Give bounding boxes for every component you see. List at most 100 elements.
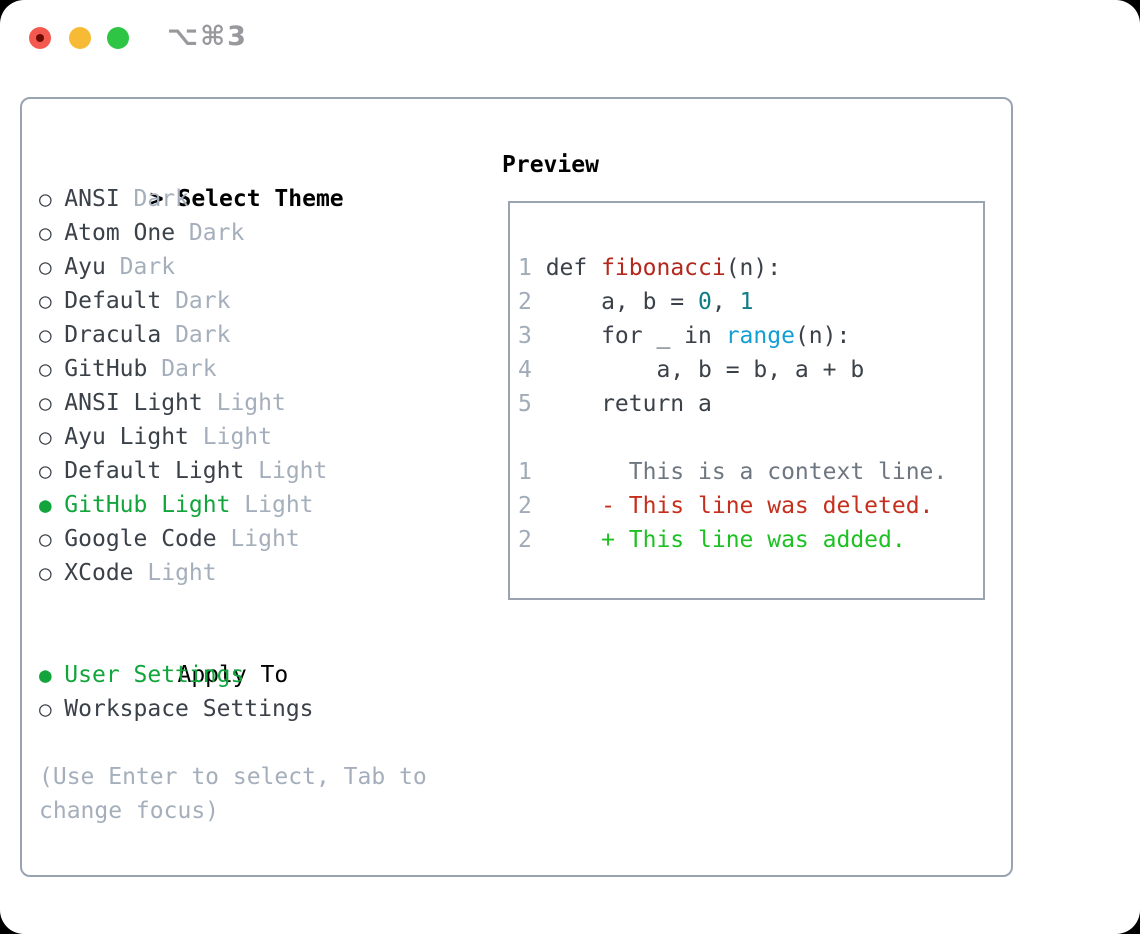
code-token: return a — [545, 391, 712, 417]
radio-icon: ○ — [39, 289, 52, 313]
theme-variant: Dark — [119, 254, 176, 280]
radio-icon: ○ — [39, 323, 52, 347]
radio-icon: ○ — [39, 221, 52, 245]
radio-icon: ○ — [39, 425, 52, 449]
theme-name: Dracula — [64, 322, 162, 348]
line-number: 2 — [518, 493, 532, 519]
code-token: + This line was added. — [545, 527, 906, 553]
code-line: 2 + This line was added. — [518, 523, 947, 557]
prompt-icon: > — [149, 186, 164, 212]
radio-icon: ○ — [39, 459, 52, 483]
theme-name: Default Light — [64, 458, 245, 484]
theme-option[interactable]: ○ GitHub Dark — [39, 352, 427, 386]
code-token: (n): — [794, 323, 851, 349]
code-token: def — [545, 255, 602, 281]
theme-variant: Light — [244, 492, 314, 518]
code-token: 0 — [698, 289, 712, 315]
code-line: 4 a, b = b, a + b — [518, 353, 947, 387]
code-token: 1 — [739, 289, 754, 315]
theme-variant: Light — [216, 390, 286, 416]
theme-name: Default — [64, 288, 162, 314]
theme-variant: Light — [258, 458, 328, 484]
theme-option[interactable]: ○ Default Dark — [39, 284, 427, 318]
theme-option[interactable]: ○ Ayu Light Light — [39, 420, 427, 454]
theme-name: Ayu Light — [64, 424, 189, 450]
code-line: 2 a, b = 0, 1 — [518, 285, 947, 319]
line-number: 2 — [518, 289, 532, 315]
theme-option[interactable]: ○ ANSI Light Light — [39, 386, 427, 420]
code-line: 2 - This line was deleted. — [518, 489, 947, 523]
window-shortcut-label: ⌥⌘3 — [167, 21, 248, 52]
code-token: for _ in — [545, 323, 726, 349]
theme-name: ANSI Light — [64, 390, 203, 416]
line-number: 4 — [518, 357, 532, 383]
code-line: 3 for _ in range(n): — [518, 319, 947, 353]
code-line: 5 return a — [518, 387, 947, 421]
radio-icon: ○ — [39, 255, 52, 279]
spacer-row — [39, 726, 427, 760]
preview-header: Preview — [502, 152, 599, 178]
close-traffic-light-icon[interactable] — [29, 27, 51, 49]
code-token: This is a context line. — [545, 459, 948, 485]
apply-to-label: Workspace Settings — [64, 696, 314, 722]
theme-name: ANSI — [64, 186, 120, 212]
hint-line-1: (Use Enter to select, Tab to — [39, 764, 427, 790]
line-number: 2 — [518, 527, 532, 553]
apply-to-option[interactable]: ○ Workspace Settings — [39, 692, 427, 726]
spacer-row — [39, 590, 427, 624]
minimize-traffic-light-icon[interactable] — [69, 27, 91, 49]
theme-option[interactable]: ○ ANSI Dark — [39, 182, 427, 216]
title-bar: ⌥⌘3 — [0, 0, 1140, 76]
theme-variant: Dark — [133, 186, 189, 212]
theme-option[interactable]: ○ Default Light Light — [39, 454, 427, 488]
apply-to-header-row: Apply To — [39, 624, 427, 688]
theme-variant: Light — [230, 526, 300, 552]
theme-variant: Light — [202, 424, 272, 450]
theme-name: GitHub — [64, 356, 148, 382]
radio-selected-icon: ● — [39, 663, 52, 687]
apply-to-header: Apply To — [177, 662, 289, 688]
theme-name: Google Code — [64, 526, 217, 552]
radio-icon: ○ — [39, 187, 52, 211]
radio-icon: ○ — [39, 391, 52, 415]
theme-name: Atom One — [64, 220, 176, 246]
select-theme-header-row: >Select Theme — [39, 148, 427, 212]
radio-icon: ○ — [39, 561, 52, 585]
theme-variant: Dark — [175, 288, 231, 314]
radio-selected-icon: ● — [39, 493, 52, 517]
code-token: fibonacci — [601, 255, 726, 281]
code-token: , — [711, 289, 740, 315]
code-token: - This line was deleted. — [545, 493, 934, 519]
theme-name: XCode — [64, 560, 134, 586]
line-number: 3 — [518, 323, 532, 349]
radio-icon: ○ — [39, 697, 52, 721]
code-line — [518, 421, 947, 455]
theme-option[interactable]: ○ Atom One Dark — [39, 216, 427, 250]
code-token: (n): — [725, 255, 782, 281]
theme-variant: Light — [147, 560, 217, 586]
code-token: a, b = b, a + b — [545, 357, 865, 383]
line-number: 1 — [518, 255, 532, 281]
theme-variant: Dark — [188, 220, 245, 246]
zoom-traffic-light-icon[interactable] — [107, 27, 129, 49]
apply-to-list: ● User Settings ○ Workspace Settings — [39, 658, 427, 726]
hint-line-2: change focus) — [39, 798, 220, 824]
theme-option[interactable]: ○ XCode Light — [39, 556, 427, 590]
line-number: 1 — [518, 459, 532, 485]
apply-to-option[interactable]: ● User Settings — [39, 658, 427, 692]
theme-variant: Dark — [161, 356, 217, 382]
radio-icon: ○ — [39, 357, 52, 381]
apply-to-label: User Settings — [64, 662, 245, 688]
theme-name: Ayu — [64, 254, 106, 280]
theme-option[interactable]: ○ Ayu Dark — [39, 250, 427, 284]
code-line: 1 def fibonacci(n): — [518, 251, 947, 285]
